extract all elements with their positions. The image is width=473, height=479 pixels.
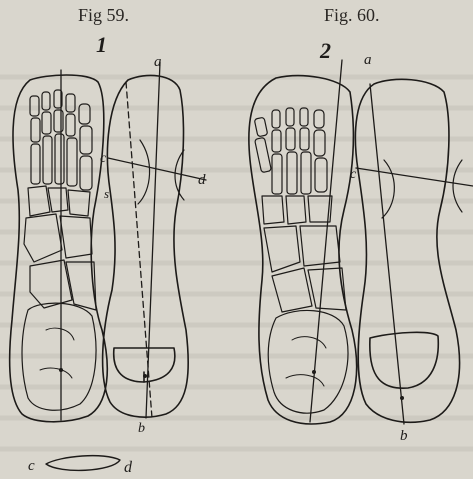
bottom-lens-shape [46,456,120,471]
label-c-right: c [350,167,357,182]
fig59-line-cd [108,158,206,180]
fig60-number: 2 [319,38,331,63]
label-d-bottom: d [124,459,133,476]
fig60-heel-cup [370,332,438,388]
fig60-arc-left [382,160,394,218]
label-d-left: d [198,172,206,188]
fig60-insole-outline [355,79,459,422]
fig59-foot-outline [10,75,108,422]
label-c-left: c [100,151,107,166]
label-b-left: b [138,421,145,436]
label-s-left: s [104,186,109,201]
fig59-tarsals [22,186,96,410]
fig60-tarsals [262,196,348,413]
label-a-left: a [154,54,162,70]
fig60-arc-right [453,160,462,212]
label-a-right: a [364,52,372,68]
label-c-bottom: c [28,458,35,474]
label-b-right: b [400,428,408,444]
fig59-number: 1 [96,32,107,57]
fig59-arc-left [138,140,150,204]
fig60-toes [254,108,327,194]
fig59-dashed-line [126,82,152,418]
